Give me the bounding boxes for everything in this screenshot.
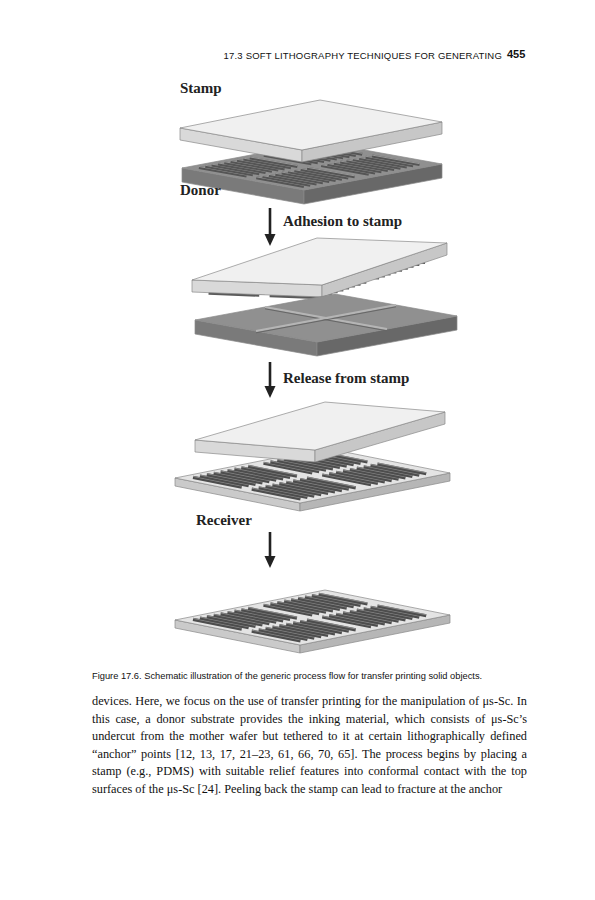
page-number: 455 [507, 48, 525, 60]
donor-substrate [195, 294, 457, 356]
body-text: devices. Here, we focus on the use of tr… [92, 693, 527, 799]
microstructure-bars [193, 593, 426, 641]
anchor-ridge [256, 305, 396, 333]
process-arrow [265, 208, 276, 246]
figure-caption: Figure 17.6. Schematic illustration of t… [92, 671, 542, 681]
plate-top [175, 590, 450, 645]
step-label: Release from stamp [283, 370, 409, 387]
pdms-stamp [180, 100, 442, 162]
running-header: 17.3 SOFT LITHOGRAPHY TECHNIQUES FOR GEN… [224, 50, 502, 61]
process-arrow [265, 532, 276, 568]
receiver-substrate [175, 590, 450, 653]
step-label: Adhesion to stamp [283, 213, 402, 230]
part-label: Stamp [180, 80, 222, 97]
plate-top [180, 100, 442, 150]
plate-top [192, 238, 447, 285]
pdms-stamp [195, 402, 445, 462]
part-label: Donor [180, 182, 221, 199]
part-label: Receiver [196, 512, 252, 529]
pdms-stamp [192, 238, 447, 297]
plate-top [195, 402, 445, 450]
plate-top [195, 294, 457, 342]
process-arrow [265, 362, 276, 398]
